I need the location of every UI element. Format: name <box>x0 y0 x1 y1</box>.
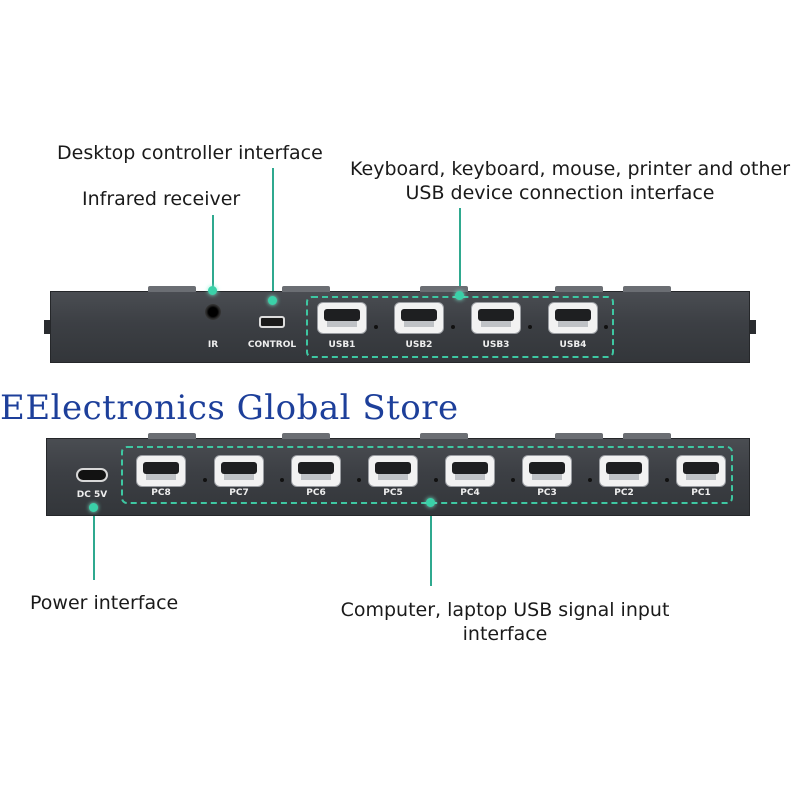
usb-callout-dot <box>455 291 464 300</box>
usb3-port-label: USB3 <box>482 340 510 350</box>
pc6-port-label: PC6 <box>306 488 326 498</box>
pc1-port-label: PC1 <box>691 488 711 498</box>
ir-label: IR <box>207 340 219 350</box>
top-panel-foot <box>282 286 330 292</box>
dc-5v-label: DC 5V <box>76 490 108 500</box>
pc-input-label-line2: interface <box>462 623 548 645</box>
store-watermark: EElectronics Global Store <box>0 388 459 428</box>
usb-devices-label-line2: USB device connection interface <box>405 182 715 204</box>
pc3-port <box>522 455 572 487</box>
pc7-port-label: PC7 <box>229 488 249 498</box>
top-panel-foot <box>148 286 196 292</box>
usb2-port-label: USB2 <box>405 340 433 350</box>
control-label: CONTROL <box>247 340 297 350</box>
pc8-port-label: PC8 <box>151 488 171 498</box>
usb4-port-label: USB4 <box>559 340 587 350</box>
pc-input-label-line1: Computer, laptop USB signal input <box>340 599 670 621</box>
pc-input-callout-dot <box>426 498 435 507</box>
infrared-callout-dot <box>208 286 217 295</box>
usb3-port <box>471 302 521 334</box>
top-panel-side-tab <box>750 320 756 334</box>
port-separator-dot <box>588 478 592 482</box>
bottom-panel-foot <box>555 433 603 439</box>
usb-leader-line <box>459 208 461 296</box>
top-panel-foot <box>420 286 468 292</box>
pc2-port <box>599 455 649 487</box>
usb4-port <box>548 302 598 334</box>
power-leader-line <box>93 508 95 580</box>
bottom-panel-foot <box>148 433 196 439</box>
port-separator-dot <box>665 478 669 482</box>
controller-leader-line <box>272 168 274 300</box>
top-panel-foot <box>555 286 603 292</box>
pc4-port-label: PC4 <box>460 488 480 498</box>
pc2-port-label: PC2 <box>614 488 634 498</box>
port-separator-dot <box>203 478 207 482</box>
infrared-leader-line <box>212 215 214 291</box>
pc8-port <box>136 455 186 487</box>
usb1-port <box>317 302 367 334</box>
dc-5v-type-c-port <box>76 468 108 482</box>
port-separator-dot <box>528 325 532 329</box>
pc-input-leader-line <box>430 502 432 586</box>
power-callout-dot <box>89 503 98 512</box>
top-panel-foot <box>623 286 671 292</box>
usb-devices-label-line1: Keyboard, keyboard, mouse, printer and o… <box>350 158 791 180</box>
pc6-port <box>291 455 341 487</box>
control-mini-usb-port <box>259 316 285 328</box>
top-panel-side-tab <box>44 320 50 334</box>
port-separator-dot <box>280 478 284 482</box>
port-separator-dot <box>434 478 438 482</box>
pc7-port <box>214 455 264 487</box>
port-separator-dot <box>357 478 361 482</box>
pc5-port <box>368 455 418 487</box>
port-separator-dot <box>374 325 378 329</box>
bottom-panel-foot <box>420 433 468 439</box>
usb2-port <box>394 302 444 334</box>
port-separator-dot <box>511 478 515 482</box>
bottom-panel-foot <box>282 433 330 439</box>
bottom-panel-foot <box>623 433 671 439</box>
infrared-receiver-label: Infrared receiver <box>82 188 241 210</box>
desktop-controller-label: Desktop controller interface <box>57 142 323 164</box>
pc1-port <box>676 455 726 487</box>
usb1-port-label: USB1 <box>328 340 356 350</box>
infrared-receiver-window <box>205 304 221 320</box>
controller-callout-dot <box>268 296 277 305</box>
pc3-port-label: PC3 <box>537 488 557 498</box>
pc5-port-label: PC5 <box>383 488 403 498</box>
port-separator-dot <box>451 325 455 329</box>
power-interface-label: Power interface <box>30 592 179 614</box>
port-separator-dot <box>604 325 608 329</box>
pc4-port <box>445 455 495 487</box>
